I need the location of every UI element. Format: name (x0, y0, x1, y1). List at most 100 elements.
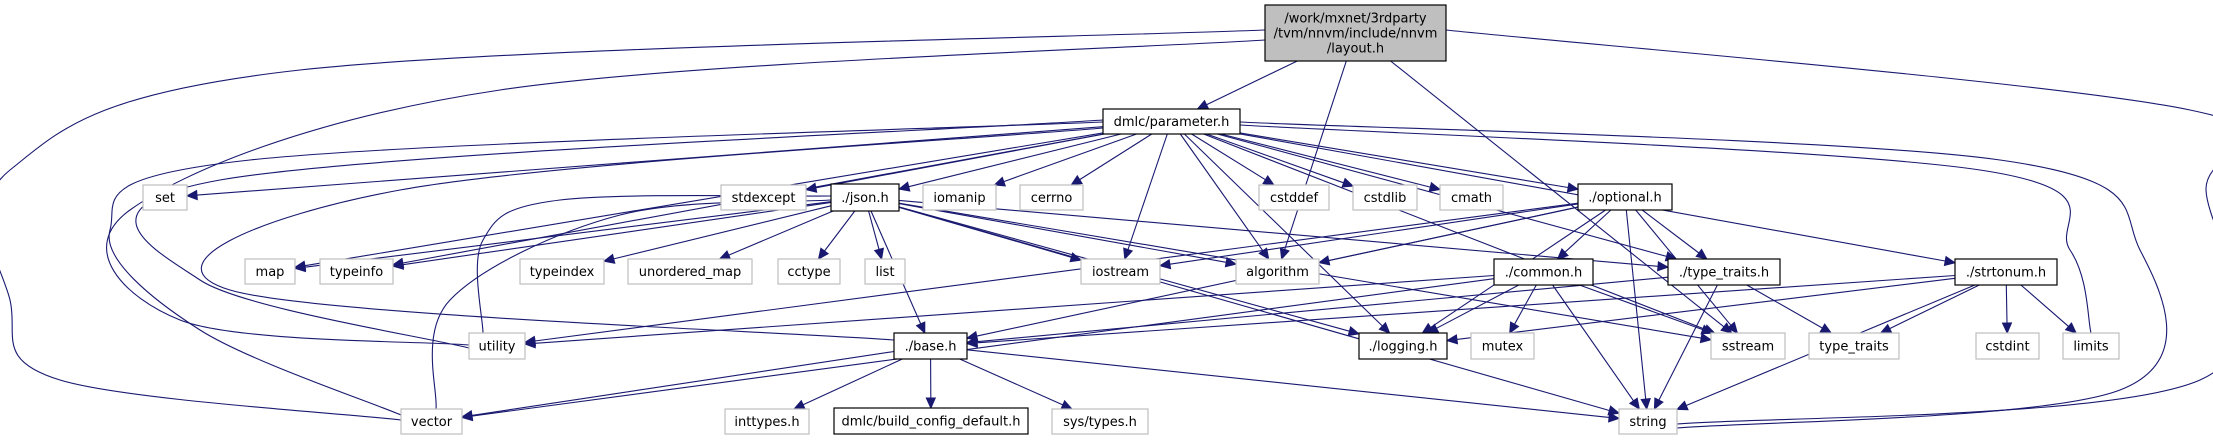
edge-parameter-to-iomanip (993, 133, 1137, 187)
node-label: unordered_map (639, 265, 742, 280)
node-iostream: iostream (1080, 258, 1161, 285)
edge-root-to-vector (0, 29, 1266, 424)
node-box (724, 408, 810, 435)
node-box (922, 184, 997, 211)
edge-line (824, 210, 856, 252)
node-json[interactable]: ./json.h (830, 183, 900, 212)
arrowhead-icon (1675, 400, 1689, 411)
edge-json-to-unordered_map (718, 210, 834, 260)
node-typeinfo: typeinfo (319, 258, 394, 285)
arrowhead-icon (1628, 397, 1641, 410)
arrowhead-icon (792, 399, 806, 410)
node-map: map (244, 258, 296, 285)
edge-optional-to-iostream (1158, 203, 1579, 270)
edge-line (1079, 133, 1153, 181)
edge-line (1184, 133, 1383, 327)
node-label: ./logging.h (1368, 340, 1437, 355)
node-box (319, 258, 394, 285)
edge-line (1658, 284, 1718, 401)
edge-line (1889, 284, 1980, 330)
node-box (1258, 184, 1330, 211)
node-label: limits (2073, 340, 2109, 355)
node-box (519, 258, 605, 285)
edge-line (431, 199, 832, 418)
node-box (1051, 408, 1149, 435)
arrowhead-icon (1428, 181, 1442, 193)
node-iomanip: iomanip (922, 184, 997, 211)
nodes-layer: /work/mxnet/3rdparty/tvm/nnvm/include/nn… (142, 4, 2120, 435)
node-build-config[interactable]: dmlc/build_config_default.h (833, 407, 1029, 435)
node-box (1439, 184, 1504, 211)
edge-parameter-to-optional (1239, 132, 1580, 193)
node-parameter[interactable]: dmlc/parameter.h (1102, 108, 1241, 135)
edge-line (304, 201, 832, 268)
arrowhead-icon (1196, 99, 1210, 110)
arrowhead-icon (1700, 324, 1714, 335)
node-label: list (875, 265, 894, 280)
edge-line (1445, 29, 2213, 428)
edge-line (534, 274, 1495, 344)
edge-parameter-to-cerrno (1070, 133, 1153, 186)
arrowhead-icon (1653, 397, 1664, 411)
edge-parameter-to-vector (108, 121, 1104, 422)
edge-parameter-to-utility (135, 119, 1104, 354)
node-mutex: mutex (1470, 332, 1535, 360)
edge-line (2005, 284, 2008, 324)
edge-base-to-vector (460, 350, 895, 421)
node-label: sstream (1722, 340, 1774, 355)
node-label: ./base.h (905, 340, 957, 355)
arrowhead-icon (1445, 334, 1459, 345)
edge-json-to-string (898, 206, 1621, 416)
edge-type_traits_h-to-type_traits (1746, 284, 1833, 334)
node-optional[interactable]: ./optional.h (1577, 183, 1673, 211)
node-label: sys/types.h (1063, 415, 1137, 430)
edge-line (471, 278, 1495, 417)
edge-parameter-to-json (897, 133, 1122, 192)
edge-line (1206, 60, 1298, 106)
edge-line (1169, 203, 1579, 265)
edge-strtonum-to-limits (2020, 284, 2078, 334)
edge-line (1206, 133, 1344, 184)
node-box (830, 183, 900, 212)
arrowhead-icon (897, 181, 911, 192)
arrowhead-icon (1279, 247, 1290, 261)
arrowhead-icon (718, 250, 732, 260)
node-string: string (1618, 408, 1678, 435)
arrowhead-icon (873, 247, 885, 261)
node-box (720, 184, 807, 211)
arrowhead-icon (1123, 247, 1134, 261)
node-box (1667, 258, 1781, 286)
edge-strtonum-to-logging (1445, 277, 1956, 345)
node-label: ./json.h (841, 191, 888, 206)
node-box (468, 332, 526, 360)
edge-json-to-type_traits_h (898, 199, 1670, 272)
edge-line (106, 39, 1266, 348)
node-root[interactable]: /work/mxnet/3rdparty/tvm/nnvm/include/nn… (1264, 4, 1447, 62)
arrowhead-icon (293, 261, 307, 273)
node-label: ./strtonum.h (1966, 266, 2046, 281)
node-label: mutex (1482, 340, 1524, 355)
node-label: typeinfo (330, 265, 383, 280)
node-label: string (1629, 415, 1666, 430)
arrowhead-icon (1943, 255, 1957, 267)
node-label: set (155, 191, 175, 206)
edge-json-to-list (868, 210, 885, 261)
edge-line (976, 274, 1956, 344)
arrowhead-icon (1070, 174, 1083, 186)
edge-json-to-cctype (817, 210, 856, 260)
edge-root-to-utility (106, 39, 1266, 348)
edge-line (108, 121, 1104, 422)
node-base[interactable]: ./base.h (893, 332, 968, 360)
node-type-traits-h[interactable]: ./type_traits.h (1667, 258, 1781, 286)
node-logging[interactable]: ./logging.h (1358, 332, 1448, 360)
arrowhead-icon (1879, 323, 1893, 334)
node-box (1618, 408, 1678, 435)
arrowhead-icon (1556, 247, 1569, 260)
node-strtonum[interactable]: ./strtonum.h (1954, 258, 2058, 286)
node-common[interactable]: ./common.h (1493, 258, 1594, 286)
node-label: dmlc/build_config_default.h (842, 415, 1021, 430)
node-box (627, 258, 753, 285)
node-label: cstdlib (1364, 191, 1407, 206)
edge-root-to-parameter (1196, 60, 1298, 110)
edge-line (1239, 132, 1569, 189)
